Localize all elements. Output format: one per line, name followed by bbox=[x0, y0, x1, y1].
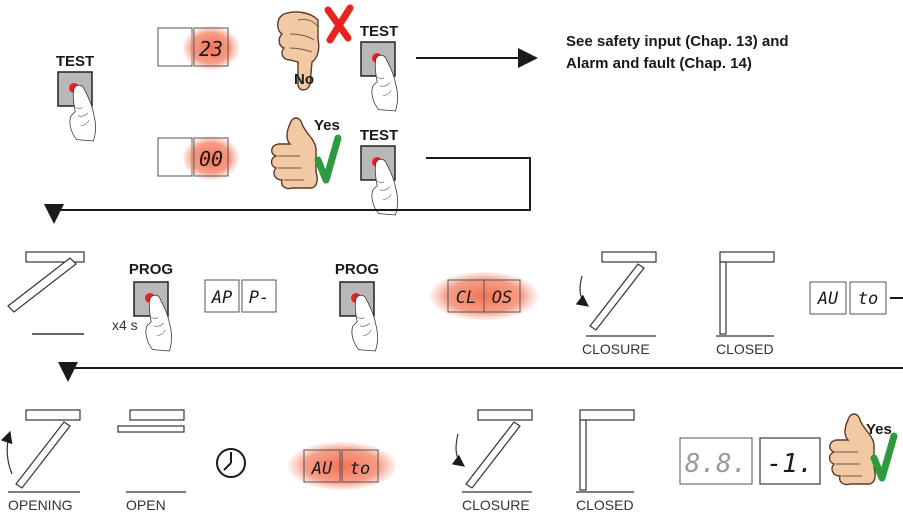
barrier-opening-symbol-row3 bbox=[0, 409, 81, 493]
connector-row2-row3 bbox=[58, 362, 903, 382]
cross-icon bbox=[324, 4, 354, 44]
display-clos-left: CL bbox=[456, 288, 476, 308]
check-icon-final bbox=[870, 432, 898, 482]
test-label-start: TEST bbox=[56, 53, 94, 70]
yes-label-final: Yes bbox=[866, 421, 892, 438]
display-auto-mode-row2 bbox=[809, 281, 887, 315]
display-final-left: 8.8. bbox=[685, 449, 748, 479]
prog-button-confirm bbox=[339, 281, 378, 352]
display-app-mode bbox=[204, 279, 277, 313]
barrier-opening-symbol bbox=[7, 251, 85, 335]
barrier-closure-symbol bbox=[575, 251, 657, 337]
barrier-closed-symbol bbox=[716, 251, 775, 337]
clock-icon bbox=[216, 448, 246, 478]
hold-duration: x4 s bbox=[112, 317, 138, 333]
display-auto-mode-row3 bbox=[288, 442, 396, 490]
display-final-state bbox=[679, 437, 821, 485]
prog-label-2: PROG bbox=[335, 261, 379, 278]
thumb-up-icon bbox=[270, 117, 318, 190]
display-ok-text: 00 bbox=[199, 147, 223, 171]
closure-caption-row3: CLOSURE bbox=[462, 497, 530, 513]
test-button-start bbox=[57, 71, 96, 142]
connector-row1-row2 bbox=[44, 157, 531, 224]
note-line-1: See safety input (Chap. 13) and bbox=[566, 33, 789, 50]
barrier-closed-symbol-row3 bbox=[576, 409, 635, 493]
yes-label: Yes bbox=[314, 117, 340, 134]
closure-caption-row2: CLOSURE bbox=[582, 341, 650, 357]
test-label-yes: TEST bbox=[360, 127, 398, 144]
opening-caption: OPENING bbox=[8, 497, 73, 513]
test-button-no bbox=[360, 41, 398, 112]
display-clos-right: OS bbox=[492, 288, 512, 308]
closed-caption-row2: CLOSED bbox=[716, 341, 774, 357]
display-auto-right-row2: to bbox=[858, 289, 878, 309]
test-label-no: TEST bbox=[360, 23, 398, 40]
display-ok-code bbox=[157, 136, 239, 180]
open-caption: OPEN bbox=[126, 497, 166, 513]
barrier-closure-symbol-row3 bbox=[451, 409, 533, 493]
display-auto-right-row3: to bbox=[350, 459, 370, 479]
prog-button-hold bbox=[133, 281, 172, 352]
closed-caption-row3: CLOSED bbox=[576, 497, 634, 513]
no-label: No bbox=[294, 71, 314, 88]
display-app-right: P- bbox=[249, 288, 269, 308]
display-closure-mode bbox=[430, 272, 538, 320]
prog-label-1: PROG bbox=[129, 261, 173, 278]
note-line-2: Alarm and fault (Chap. 14) bbox=[566, 55, 752, 72]
display-app-left: AP bbox=[211, 288, 232, 308]
display-error-code bbox=[157, 26, 239, 70]
check-icon bbox=[314, 134, 342, 184]
thumb-down-icon bbox=[277, 11, 320, 91]
thumb-up-icon-final bbox=[828, 413, 876, 486]
display-auto-left-row2: AU bbox=[817, 289, 839, 309]
test-button-yes bbox=[360, 145, 398, 216]
display-auto-left-row3: AU bbox=[311, 459, 333, 479]
display-final-right: -1. bbox=[767, 449, 814, 479]
barrier-open-symbol bbox=[117, 409, 186, 493]
display-error-text: 23 bbox=[199, 37, 223, 61]
